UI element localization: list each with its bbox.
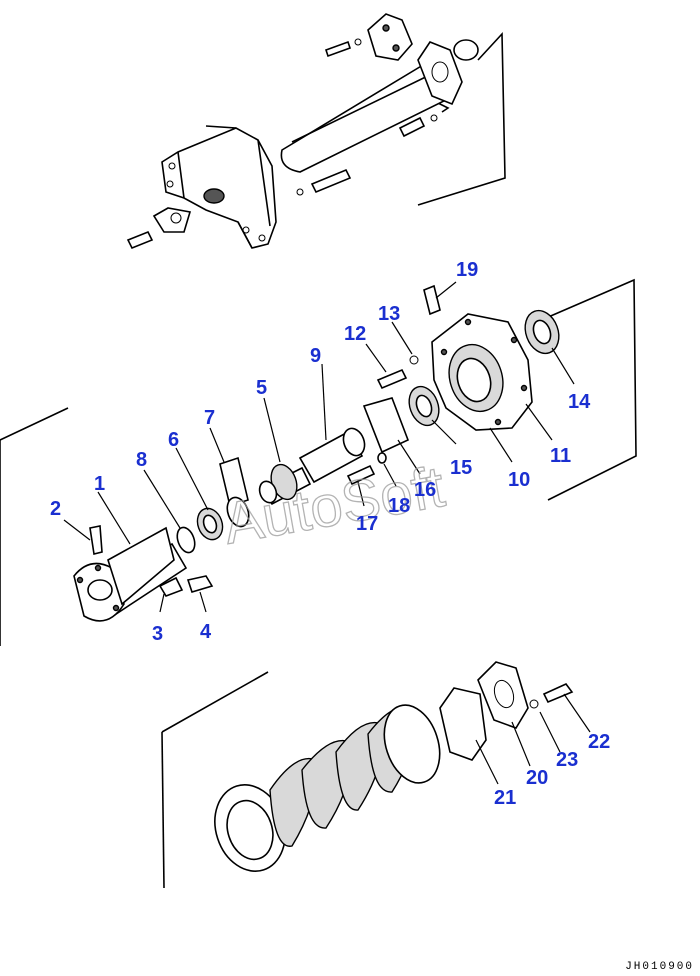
- callout-14: 14: [568, 391, 591, 413]
- callout-15: 15: [450, 457, 472, 479]
- part-5-shaft: [258, 463, 312, 506]
- part-15-seal-ring: [408, 385, 440, 427]
- callout-21: 21: [494, 787, 516, 809]
- part-12-bolt: [376, 368, 408, 390]
- callout-13: 13: [378, 303, 400, 325]
- callout-5: 5: [256, 377, 267, 399]
- part-2-bolt: [89, 525, 103, 555]
- callout-16: 16: [414, 479, 436, 501]
- callout-10: 10: [508, 469, 530, 491]
- bottom-assembly: [161, 661, 591, 889]
- callout-22: 22: [588, 731, 610, 753]
- part-10-housing: [431, 313, 533, 431]
- part-1-collar: [73, 526, 188, 622]
- part-6-bearing: [196, 507, 224, 541]
- part-19-fitting: [423, 284, 441, 316]
- part-23-washer: [529, 699, 539, 709]
- callout-2: 2: [50, 498, 61, 520]
- middle-assembly: [0, 278, 637, 646]
- callout-9: 9: [310, 345, 321, 367]
- callout-20: 20: [526, 767, 548, 789]
- part-9-pin: [298, 427, 366, 484]
- callout-19: 19: [456, 259, 478, 281]
- drawing-code: JH010900: [625, 961, 694, 973]
- callout-23: 23: [556, 749, 578, 771]
- callout-4: 4: [200, 621, 212, 643]
- callout-labels: 1 2 3 4 5 6 7 8 9 10 11 12 13 14 15 16 1…: [50, 259, 610, 809]
- part-4-fitting: [186, 575, 214, 593]
- callout-18: 18: [388, 495, 410, 517]
- callout-8: 8: [136, 449, 147, 471]
- part-21-gasket: [439, 687, 487, 761]
- part-3-plug: [158, 576, 184, 597]
- part-17-bolt: [346, 464, 376, 486]
- part-18-washer: [377, 452, 387, 464]
- callout-6: 6: [168, 429, 179, 451]
- part-14-end-seal: [524, 309, 560, 355]
- part-16-gasket: [362, 397, 410, 454]
- callout-17: 17: [356, 513, 378, 535]
- top-assembly: [126, 13, 506, 250]
- part-8-snap-ring: [176, 526, 196, 554]
- callout-1: 1: [94, 473, 105, 495]
- part-13-washer: [409, 355, 419, 365]
- callout-12: 12: [344, 323, 366, 345]
- part-7-seal: [219, 456, 250, 528]
- part-20-plate: [477, 661, 529, 729]
- part-22-bolt: [542, 683, 574, 704]
- callout-7: 7: [204, 407, 215, 429]
- callout-11: 11: [550, 445, 571, 467]
- callout-3: 3: [152, 623, 163, 645]
